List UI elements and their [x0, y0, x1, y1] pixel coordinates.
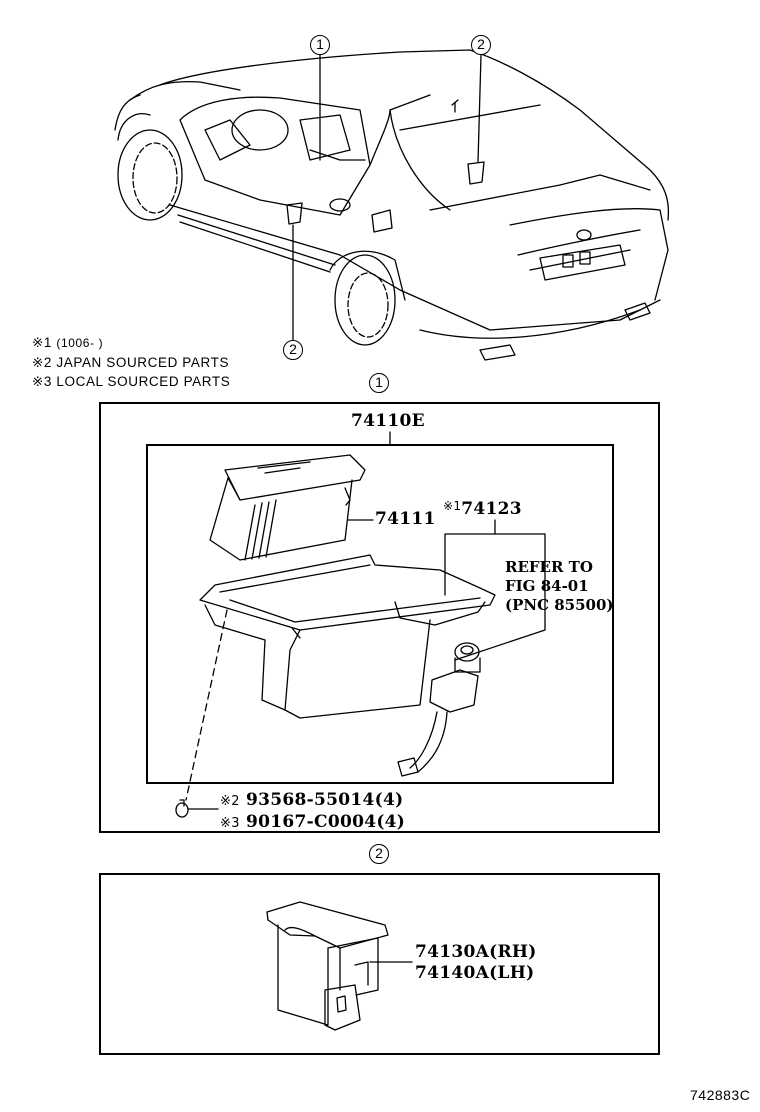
- overview-callout-1: 1: [310, 35, 330, 55]
- console-box-drawing: [199, 554, 496, 719]
- part-number-rh: 74130A(RH): [415, 942, 537, 962]
- fastener-local: ※3 90167-C0004(4): [220, 812, 406, 832]
- car-illustration: [114, 49, 670, 361]
- lid-74111-drawing: [209, 454, 366, 561]
- section2-callout: 2: [369, 844, 389, 864]
- section2-frame: [99, 873, 660, 1055]
- socket-74123-drawing: [397, 642, 481, 777]
- figure-code: 742883C: [690, 1087, 751, 1103]
- screw-dashed-line: [185, 609, 228, 801]
- fastener-list: ※2 93568-55014(4) ※3 90167-C0004(4): [220, 790, 405, 834]
- hook-74130A-drawing: [266, 901, 389, 1031]
- assembly-part-number: 74110E: [351, 411, 425, 431]
- legend-item-2: ※2 JAPAN SOURCED PARTS: [32, 355, 230, 370]
- section1-callout: 1: [369, 373, 389, 393]
- note-mark-1: ※1: [443, 499, 462, 513]
- leader-74123: [444, 533, 546, 661]
- overview-callout-2-roof: 2: [471, 35, 491, 55]
- overview-callout-2-door: 2: [283, 340, 303, 360]
- legend-item-3: ※3 LOCAL SOURCED PARTS: [32, 374, 231, 389]
- part-number-lh: 74140A(LH): [415, 963, 535, 983]
- part-number-74111: 74111: [375, 509, 436, 529]
- reference-note: REFER TO FIG 84-01 (PNC 85500): [505, 558, 614, 614]
- legend: ※1 (1006- ) ※2 JAPAN SOURCED PARTS ※3 LO…: [32, 333, 230, 391]
- hook-part-list: 74130A(RH) 74140A(LH): [415, 942, 537, 984]
- fastener-japan: ※2 93568-55014(4): [220, 790, 404, 810]
- part-number-74123: ※174123: [443, 499, 522, 519]
- screw-drawing: [175, 799, 189, 818]
- assembly-inner-frame: [146, 444, 614, 784]
- section1-frame: [99, 402, 660, 833]
- legend-item-1: ※1 (1006- ): [32, 335, 104, 350]
